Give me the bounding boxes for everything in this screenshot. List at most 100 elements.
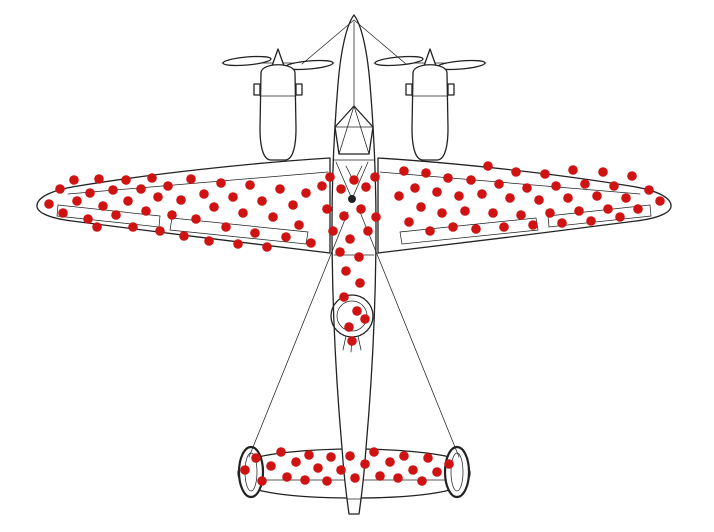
bullet-hole-dot xyxy=(83,214,93,224)
bullet-hole-dot xyxy=(349,175,359,185)
bullet-hole-dot xyxy=(304,450,314,460)
bullet-hole-dot xyxy=(444,459,454,469)
bullet-hole-dot xyxy=(494,179,504,189)
bullet-hole-dot xyxy=(306,238,316,248)
bullet-hole-dot xyxy=(603,204,613,214)
bullet-hole-dot xyxy=(94,174,104,184)
bullet-hole-dot xyxy=(393,473,403,483)
bullet-hole-dot xyxy=(199,189,209,199)
bullet-hole-dot xyxy=(369,447,379,457)
bullet-hole-dot xyxy=(574,206,584,216)
bullet-hole-dot xyxy=(477,189,487,199)
bullet-hole-dot xyxy=(167,210,177,220)
bullet-hole-dot xyxy=(355,278,365,288)
bullet-hole-dot xyxy=(363,226,373,236)
nose-antenna-right xyxy=(353,19,407,65)
bullet-hole-dot xyxy=(251,453,261,463)
cockpit-frame-lines xyxy=(334,105,374,155)
bullet-hole-dot xyxy=(488,208,498,218)
bullet-hole-dot xyxy=(288,200,298,210)
fuselage xyxy=(330,14,377,515)
bullet-hole-dot xyxy=(423,453,433,463)
bullet-hole-dot xyxy=(344,322,354,332)
bullet-hole-dot xyxy=(186,174,196,184)
bullet-hole-dot xyxy=(345,234,355,244)
bullet-hole-dot xyxy=(511,167,521,177)
bullet-hole-dot xyxy=(568,165,578,175)
bullet-hole-dot xyxy=(404,217,414,227)
bullet-hole-dot xyxy=(257,196,267,206)
left-propeller-blade-a xyxy=(222,55,272,67)
cockpit-canopy xyxy=(334,105,374,155)
bullet-hole-dot xyxy=(425,226,435,236)
bullet-hole-dot xyxy=(108,185,118,195)
bullet-hole-dot xyxy=(313,463,323,473)
guide-lines xyxy=(248,19,460,458)
bullet-hole-dot xyxy=(336,184,346,194)
bullet-hole-dot xyxy=(516,210,526,220)
bullet-hole-dot xyxy=(551,181,561,191)
bullet-hole-dot xyxy=(301,188,311,198)
bullet-hole-dot xyxy=(245,180,255,190)
bullet-hole-dot xyxy=(417,476,427,486)
bullet-hole-dot xyxy=(432,187,442,197)
bullet-hole-dot xyxy=(371,212,381,222)
bullet-hole-dot xyxy=(176,195,186,205)
bullet-hole-dot xyxy=(326,452,336,462)
bullet-hole-dot xyxy=(375,471,385,481)
bullet-hole-dot xyxy=(586,216,596,226)
bullet-hole-dot xyxy=(153,192,163,202)
bullet-hole-dot xyxy=(336,465,346,475)
bullet-hole-dot xyxy=(128,222,138,232)
bullet-hole-dot xyxy=(471,224,481,234)
bullet-hole-dot xyxy=(322,204,332,214)
bullet-hole-dot xyxy=(204,236,214,246)
bullet-hole-dot xyxy=(121,175,131,185)
bullet-hole-dot xyxy=(155,226,165,236)
bullet-hole-dot xyxy=(300,475,310,485)
bullet-hole-dot xyxy=(339,292,349,302)
left-nacelle-tab-outer xyxy=(253,83,261,96)
bullet-hole-dot xyxy=(335,247,345,257)
bullet-hole-dot xyxy=(191,214,201,224)
bullet-hole-dot xyxy=(592,191,602,201)
bullet-hole-dot xyxy=(360,459,370,469)
bullet-hole-dot xyxy=(72,196,82,206)
bullet-hole-dot xyxy=(460,206,470,216)
left-engine xyxy=(221,48,335,161)
bullet-hole-dot xyxy=(361,182,371,192)
bullet-hole-dot xyxy=(352,306,362,316)
bullet-hole-dot xyxy=(580,179,590,189)
right-nacelle-tab-inner xyxy=(447,83,455,96)
bullet-hole-dot xyxy=(322,476,332,486)
nose-antenna-left xyxy=(301,19,355,65)
bullet-hole-dot xyxy=(416,202,426,212)
right-nacelle-tab-outer xyxy=(405,83,413,96)
bullet-hole-dot xyxy=(294,220,304,230)
bullet-hole-dot xyxy=(317,181,327,191)
bullet-hole-dot xyxy=(356,204,366,214)
bullet-hole-dot xyxy=(268,212,278,222)
bullet-hole-dot xyxy=(627,171,637,181)
bullet-hole-dot xyxy=(545,208,555,218)
bullet-hole-dot xyxy=(250,228,260,238)
bullet-hole-dot xyxy=(216,178,226,188)
bullet-hole-dot xyxy=(385,457,395,467)
bullet-hole-dot xyxy=(92,222,102,232)
right-tail-fin xyxy=(443,445,471,499)
left-propeller-spinner xyxy=(271,48,285,67)
bullet-hole-dot xyxy=(609,181,619,191)
bullet-hole-dot xyxy=(58,208,68,218)
bullet-hole-dot xyxy=(262,242,272,252)
bullet-hole-dot xyxy=(281,232,291,242)
bullet-hole-dot xyxy=(163,181,173,191)
bullet-hole-dot xyxy=(111,210,121,220)
bullet-hole-dot xyxy=(621,193,631,203)
bullet-hole-dot xyxy=(221,222,231,232)
bullet-hole-dot xyxy=(655,196,665,206)
right-engine xyxy=(373,48,487,161)
right-propeller-blade-a xyxy=(374,55,424,67)
bullet-hole-dot xyxy=(233,239,243,249)
bullet-hole-dot xyxy=(350,473,360,483)
